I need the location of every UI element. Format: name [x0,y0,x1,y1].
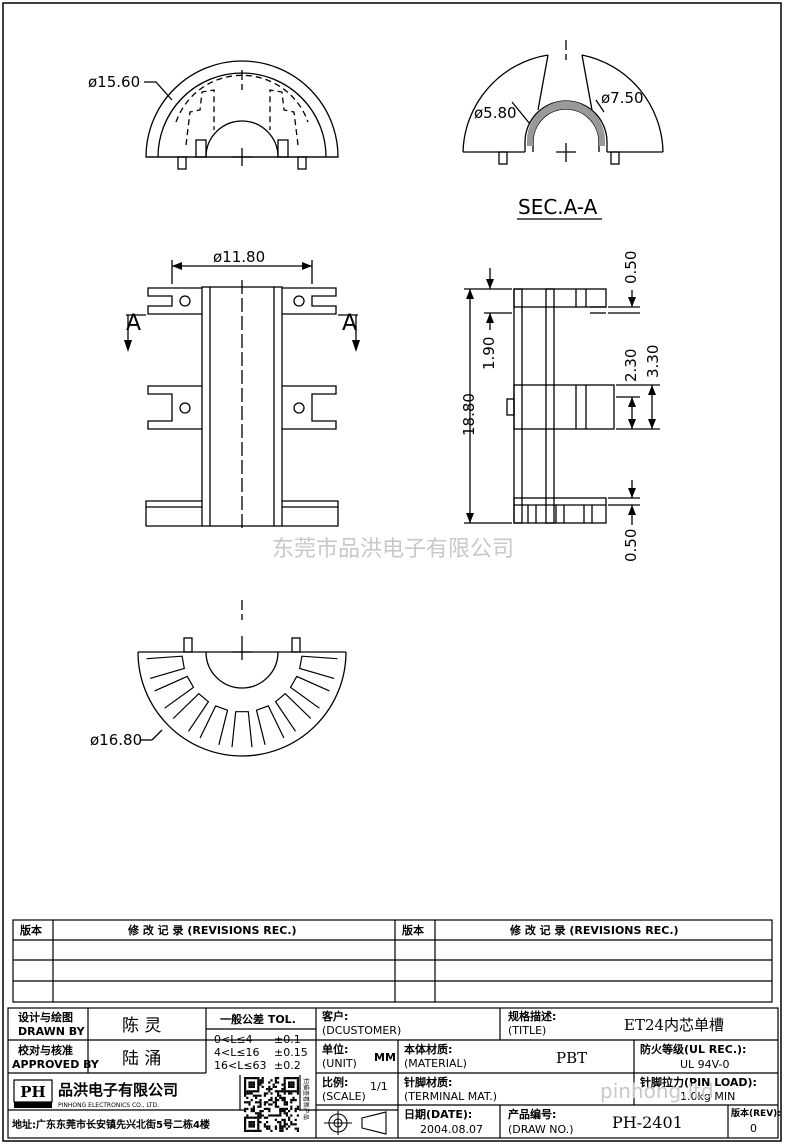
tol-range-3: 16<L≤63 [214,1059,267,1072]
title-value: ET24内芯单槽 [624,1016,724,1034]
drawno-value: PH-2401 [612,1113,683,1132]
scale-value: 1/1 [370,1080,388,1093]
bottom-slot [299,655,338,679]
drawno-label-en: (DRAW NO.) [508,1123,573,1136]
rev-col-version: 版本 [20,923,42,937]
title-label: 规格描述: [508,1009,556,1023]
approved-value: 陆 涌 [122,1049,161,1069]
bottom-slot [199,705,229,745]
drawno-label: 产品编号: [508,1107,556,1121]
side-dim-bottom: 0.50 [622,529,640,562]
date-label: 日期(DATE): [404,1107,472,1121]
tol-title: 一般公差 TOL. [220,1012,296,1026]
tol-range-1: 0<L≤4 [214,1033,253,1046]
tol-value-2: ±0.15 [274,1046,308,1059]
section-view [462,40,664,165]
material-label-en: (MATERIAL) [404,1057,467,1070]
drawn-by-label-en: DRAWN BY [18,1025,86,1038]
rev-value: 0 [750,1122,757,1135]
terminal-label-en: (TERMINAL MAT.) [404,1090,497,1103]
material-value: PBT [556,1049,587,1067]
company-name-en: PINHONG ELECTRONICS CO., LTD. [58,1102,159,1109]
rev-col-record: 修 改 记 录 (REVISIONS REC.) [127,923,297,937]
title-block [7,1007,779,1139]
unit-value: MM [374,1051,396,1064]
section-title: SEC.A-A [518,195,598,219]
revision-table [12,919,773,1003]
terminal-label: 针脚材质: [404,1075,452,1089]
material-label: 本体材质: [404,1042,452,1056]
company-name-cn: 品洪电子有限公司 [58,1081,178,1099]
section-dia-outer: ø7.50 [601,89,644,107]
fire-value: UL 94V-0 [680,1058,730,1071]
rev-label: 版本(REV): [730,1107,781,1119]
rev-col-record2: 修 改 记 录 (REVISIONS REC.) [509,923,679,937]
bottom-slot [255,705,285,745]
approved-label-en: APPROVED BY [12,1058,100,1071]
section-mark-left: A [126,311,141,336]
approved-label-cn: 校对与核准 [18,1043,73,1057]
fire-label: 防火等级(UL REC.): [640,1042,746,1056]
side-dim-230: 2.30 [622,349,640,382]
scale-label: 比例: [322,1075,348,1089]
rev-col-version2: 版本 [402,923,424,937]
tol-value-3: ±0.2 [274,1059,301,1072]
bottom-slot [146,655,185,679]
logo-text: PH [20,1083,45,1101]
customer-label-en: (DCUSTOMER) [322,1024,401,1037]
side-dim-330: 3.30 [644,345,662,378]
pinload-label: 针脚拉力(PIN LOAD): [640,1075,757,1089]
watermark-text: 东莞市品洪电子有限公司 [272,537,514,562]
bottom-slot [274,692,312,732]
front-view [126,260,358,530]
bottom-view-dia-label: ø16.80 [90,731,142,749]
drawn-by-value: 陈 灵 [122,1016,161,1036]
top-view [144,60,339,170]
company-address: 地址:广东东莞市长安镇先兴北街5号二栋4楼 [12,1118,210,1131]
drawn-by-label-cn: 设计与绘图 [18,1010,73,1024]
bottom-slot [172,692,210,732]
bottom-slot [289,675,330,709]
unit-label: 单位: [322,1042,348,1056]
bottom-slot [154,675,195,709]
bottom-view-teeth [146,655,338,748]
tol-value-1: ±0.1 [274,1033,301,1046]
unit-label-en: (UNIT) [322,1057,357,1070]
projection-symbol [324,1111,387,1135]
bottom-view [137,600,347,757]
scale-label-en: (SCALE) [322,1090,366,1103]
side-view [464,268,660,525]
section-mark-right: A [342,311,357,336]
qr-caption: 扫描查看新产品 [302,1078,310,1120]
side-dim-190: 1.90 [480,337,498,370]
customer-label: 客户: [321,1009,348,1023]
side-dim-top: 0.50 [622,251,640,284]
qr-code [244,1077,299,1132]
date-value: 2004.08.07 [420,1123,483,1136]
side-dim-total: 18.80 [460,393,478,436]
section-hatch [527,101,605,146]
pinload-value: 1.0kg MIN [680,1090,735,1103]
tol-range-2: 4<L≤16 [214,1046,260,1059]
front-view-dia-label: ø11.80 [213,248,265,266]
watermark-url: pinhong.ltd [600,1079,714,1103]
top-view-dia-label: ø15.60 [88,73,140,91]
title-label-en: (TITLE) [508,1024,546,1037]
section-dia-inner: ø5.80 [474,104,517,122]
company-logo [13,1079,53,1108]
bottom-slot [231,711,253,748]
